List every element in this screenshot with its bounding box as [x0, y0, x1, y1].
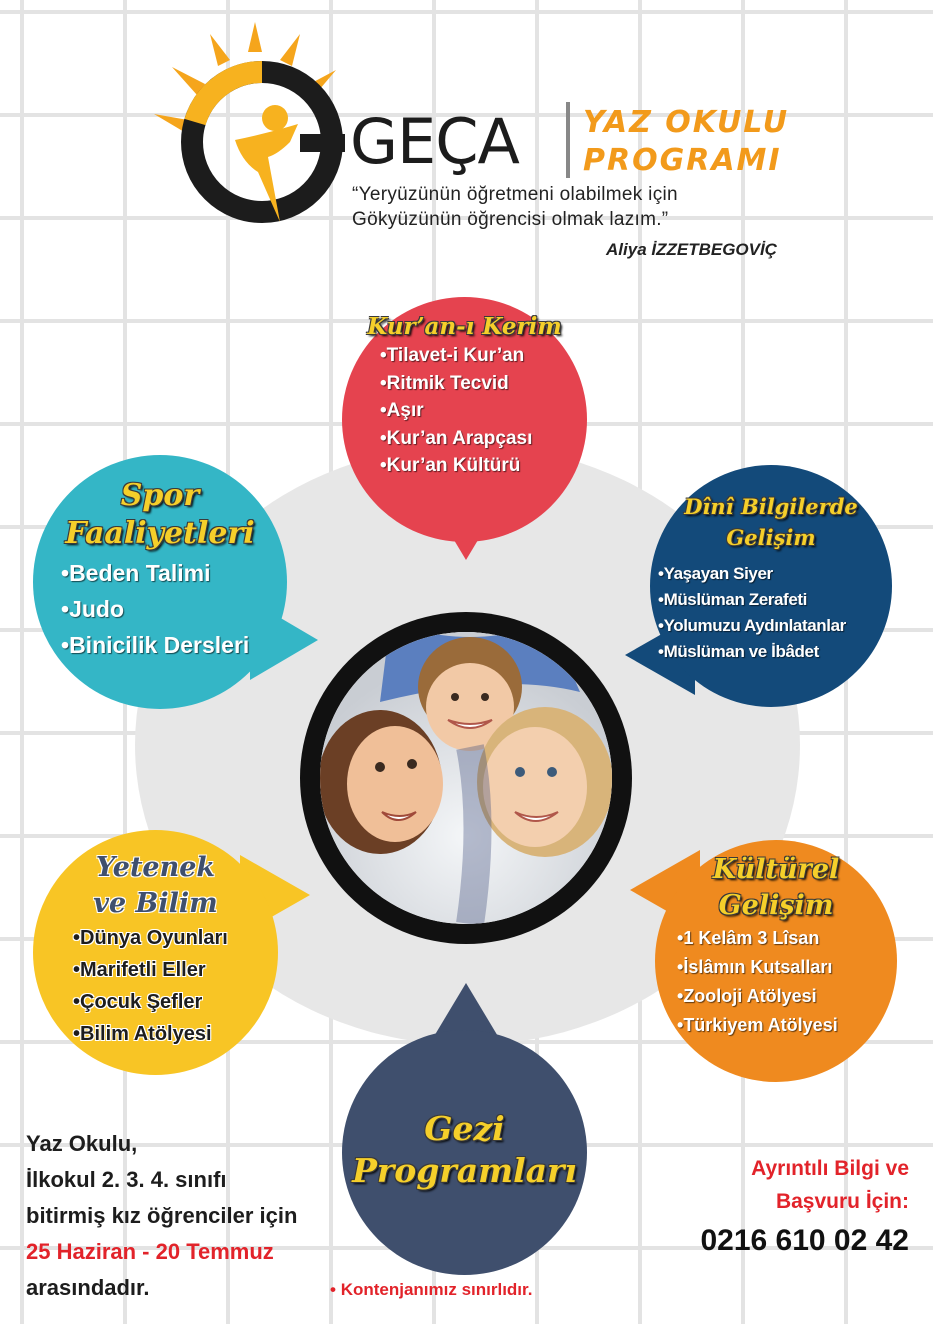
yetenek-item: Bilim Atölyesi: [73, 1018, 278, 1050]
spor-item: Judo: [61, 591, 287, 627]
gezi-bubble: Gezi Programları: [342, 1030, 587, 1275]
spor-item: Beden Talimi: [61, 555, 287, 591]
kuran-item: Tilavet-i Kur’an: [380, 342, 587, 370]
contact-line1: Ayrıntılı Bilgi ve: [751, 1157, 909, 1180]
children-faces-image: [320, 632, 612, 924]
yetenek-title: Yetenek ve Bilim: [33, 850, 278, 922]
contact-line2: Başvuru İçin:: [775, 1190, 909, 1213]
photo-inner: [320, 632, 612, 924]
yetenek-bubble: Yetenek ve Bilim Dünya Oyunları Marifetl…: [33, 830, 278, 1075]
dini-bubble: Dînî Bilgilerde Gelişim Yaşayan Siyer Mü…: [650, 465, 892, 707]
dini-item: Müslüman Zerafeti: [658, 587, 892, 613]
dini-item: Müslüman ve İbâdet: [658, 639, 892, 665]
kuran-item: Ritmik Tecvid: [380, 370, 587, 398]
gezi-title: Gezi Programları: [342, 1108, 587, 1192]
yetenek-item: Dünya Oyunları: [73, 922, 278, 954]
dini-title-line2: Gelişim: [726, 525, 816, 550]
info-line2: İlkokul 2. 3. 4. sınıfı: [26, 1167, 227, 1192]
kulturel-title-line2: Gelişim: [718, 890, 834, 921]
contact-phone: 0216 610 02 42: [700, 1224, 909, 1257]
spor-list: Beden Talimi Judo Binicilik Dersleri: [61, 555, 287, 663]
contact-block: Ayrıntılı Bilgi ve Başvuru İçin: 0216 61…: [700, 1152, 909, 1264]
kuran-item: Aşır: [380, 397, 587, 425]
kulturel-item: 1 Kelâm 3 Lîsan: [677, 924, 897, 953]
spor-bubble: Spor Faaliyetleri Beden Talimi Judo Bini…: [33, 455, 287, 709]
kulturel-title-line1: Kültürel: [712, 854, 840, 885]
kuran-list: Tilavet-i Kur’an Ritmik Tecvid Aşır Kur’…: [380, 342, 587, 480]
dini-item: Yolumuzu Aydınlatanlar: [658, 613, 892, 639]
kulturel-item: Türkiyem Atölyesi: [677, 1011, 897, 1040]
program-title-line1: YAZ OKULU: [583, 105, 790, 140]
kuran-title: Kur’an-ı Kerim: [367, 313, 562, 340]
kuran-item: Kur’an Arapçası: [380, 425, 587, 453]
dini-list: Yaşayan Siyer Müslüman Zerafeti Yolumuzu…: [658, 561, 892, 665]
quote: “Yeryüzünün öğretmeni olabilmek için Gök…: [352, 182, 678, 232]
spor-title-line1: Spor: [120, 478, 200, 513]
program-title-line2: PROGRAMI: [583, 143, 782, 178]
footer-note-text: Kontenjanımız sınırlıdır.: [340, 1280, 533, 1299]
footer-bullet: •: [330, 1280, 336, 1299]
kulturel-item: İslâmın Kutsalları: [677, 953, 897, 982]
quote-line2: Gökyüzünün öğrencisi olmak lazım.”: [352, 209, 669, 230]
program-title: YAZ OKULU PROGRAMI: [583, 104, 789, 180]
kuran-item: Kur’an Kültürü: [380, 452, 587, 480]
spor-title-line2: Faaliyetleri: [65, 516, 255, 551]
header-divider: [566, 102, 570, 178]
info-dates: 25 Haziran - 20 Temmuz: [26, 1239, 274, 1264]
photo-circle: [300, 612, 632, 944]
spor-title: Spor Faaliyetleri: [33, 477, 287, 553]
info-line1: Yaz Okulu,: [26, 1131, 138, 1156]
dini-title: Dînî Bilgilerde Gelişim: [650, 491, 892, 553]
geca-logo: [150, 22, 360, 232]
kulturel-list: 1 Kelâm 3 Lîsan İslâmın Kutsalları Zoolo…: [677, 924, 897, 1040]
footer-note: • Kontenjanımız sınırlıdır.: [330, 1280, 532, 1300]
info-line3: bitirmiş kız öğrenciler için: [26, 1203, 298, 1228]
brand-name: GEÇA: [350, 105, 520, 178]
gezi-title-line2: Programları: [352, 1151, 577, 1190]
gezi-title-line1: Gezi: [424, 1109, 505, 1148]
dini-item: Yaşayan Siyer: [658, 561, 892, 587]
yetenek-item: Çocuk Şefler: [73, 986, 278, 1018]
info-block: Yaz Okulu, İlkokul 2. 3. 4. sınıfı bitir…: [26, 1126, 297, 1306]
kulturel-title: Kültürel Gelişim: [655, 852, 897, 924]
info-line5: arasındadır.: [26, 1275, 150, 1300]
yetenek-item: Marifetli Eller: [73, 954, 278, 986]
yetenek-title-line2: ve Bilim: [93, 888, 218, 919]
kuran-bubble: Kur’an-ı Kerim Tilavet-i Kur’an Ritmik T…: [342, 297, 587, 542]
kulturel-bubble: Kültürel Gelişim 1 Kelâm 3 Lîsan İslâmın…: [655, 840, 897, 1082]
quote-author: Aliya İZZETBEGOVİÇ: [606, 240, 777, 259]
dini-title-line1: Dînî Bilgilerde: [684, 494, 858, 519]
spor-item: Binicilik Dersleri: [61, 627, 287, 663]
kulturel-item: Zooloji Atölyesi: [677, 982, 897, 1011]
yetenek-title-line1: Yetenek: [95, 852, 216, 883]
yetenek-list: Dünya Oyunları Marifetli Eller Çocuk Şef…: [73, 922, 278, 1050]
quote-line1: “Yeryüzünün öğretmeni olabilmek için: [352, 184, 678, 205]
